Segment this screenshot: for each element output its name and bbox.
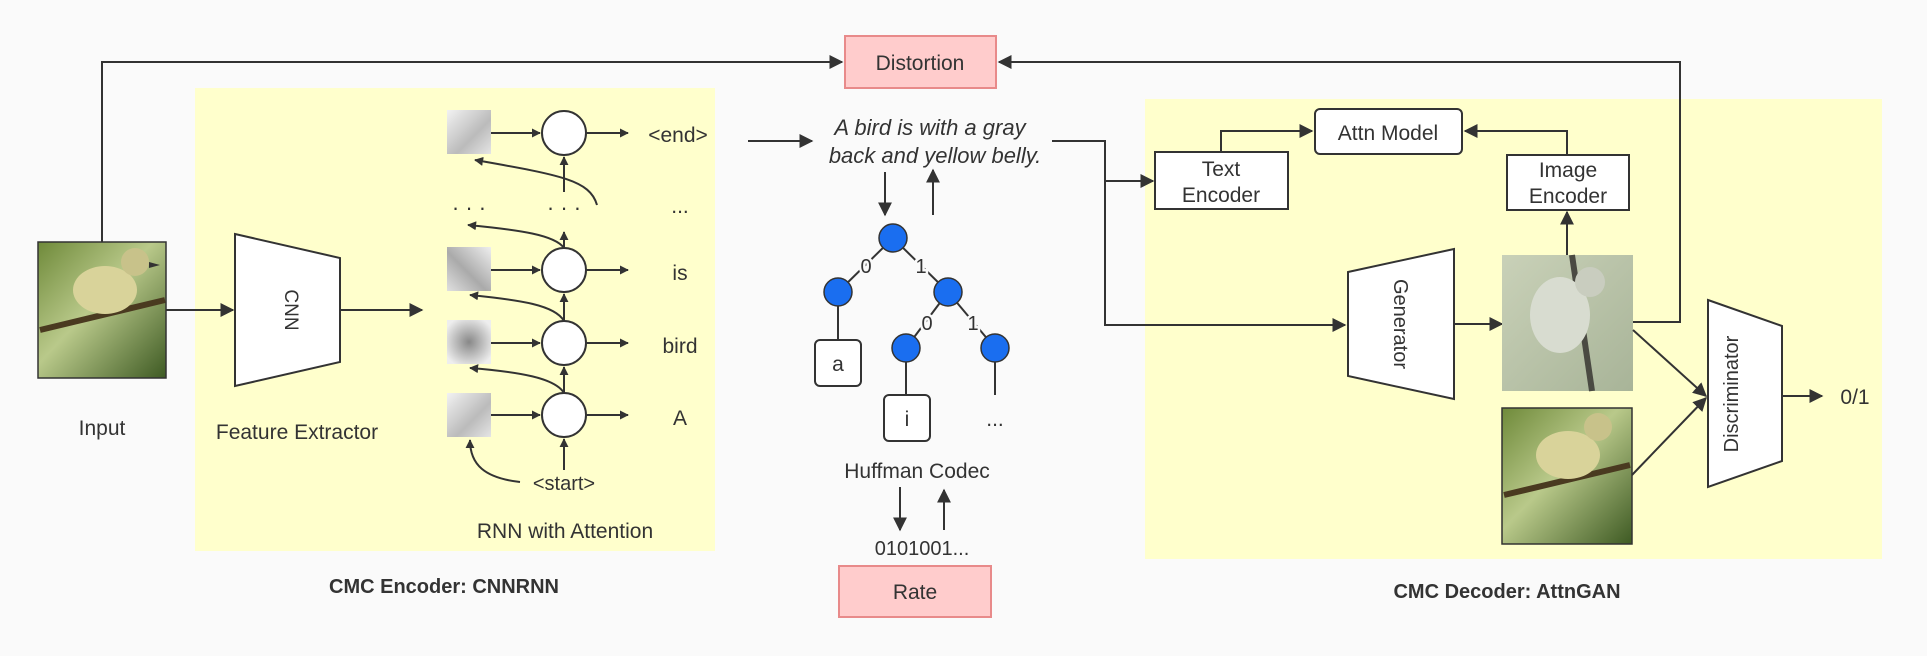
arrow-feedback [469, 364, 565, 394]
edge-label-0: 0 [921, 313, 932, 335]
tree-node [823, 277, 853, 307]
input-bird-image [37, 241, 167, 379]
leaf-label-a: a [832, 353, 844, 376]
sentence-line-2: back and yellow belly. [829, 143, 1041, 168]
arrow-feedback [469, 291, 565, 322]
tree-node [891, 333, 921, 363]
word-token: bird [662, 335, 697, 358]
bitstream-label: 0101001... [875, 538, 970, 560]
decoder-caption: CMC Decoder: AttnGAN [1393, 581, 1620, 603]
attention-map [447, 393, 491, 437]
attention-map [447, 247, 491, 291]
word-token: A [673, 407, 687, 430]
arrow-sentence-to-text-encoder [1052, 140, 1155, 188]
word-token: <end> [648, 124, 708, 147]
arrow-generated-to-distortion [997, 55, 1681, 323]
leaf-box-a [814, 339, 862, 387]
attention-map [447, 110, 491, 154]
generator-label: Generator [1389, 279, 1411, 369]
edge-label-1: 1 [915, 256, 926, 278]
arrow-start-feedback [465, 439, 521, 483]
leaf-label-i: i [905, 408, 910, 431]
rnn-cell [541, 320, 587, 366]
tree-node [933, 277, 963, 307]
arrow-input-to-distortion [101, 55, 844, 242]
real-bird-image [1501, 407, 1633, 545]
rate-box [838, 565, 992, 618]
distortion-label: Distortion [876, 52, 965, 75]
rnn-cell [541, 392, 587, 438]
attn-model-box [1314, 108, 1463, 155]
output-label: 0/1 [1840, 386, 1869, 409]
word-token: is [672, 262, 687, 285]
discriminator-block [1707, 298, 1783, 489]
edge-label-1: 1 [967, 313, 978, 335]
rnn-cell [541, 110, 587, 156]
arrow-feedback [474, 156, 598, 206]
tree-node [878, 223, 908, 253]
ellipsis: · · · [452, 195, 486, 220]
arrow-generated-to-discriminator [1632, 329, 1708, 397]
image-encoder-label: Image [1539, 159, 1597, 182]
start-token: <start> [533, 473, 595, 495]
rate-label: Rate [893, 581, 937, 604]
input-label: Input [79, 417, 126, 440]
discriminator-label: Discriminator [1721, 335, 1743, 452]
generated-bird-image [1502, 254, 1633, 392]
image-encoder-label: Encoder [1529, 185, 1607, 208]
tree-node [980, 333, 1010, 363]
leaf-more: ... [986, 408, 1004, 431]
image-encoder-box [1506, 154, 1630, 211]
arrow-real-to-discriminator [1631, 396, 1707, 476]
text-encoder-label: Text [1202, 158, 1241, 181]
leaf-box-i [883, 394, 931, 442]
generator-block [1347, 247, 1455, 401]
ellipsis: · · · [547, 195, 581, 220]
cnn-label: CNN [280, 289, 301, 330]
attention-map [447, 320, 491, 364]
rnn-label: RNN with Attention [477, 520, 653, 543]
arrow-feedback [467, 221, 565, 249]
feature-extractor-label: Feature Extractor [216, 421, 378, 444]
arrow-sentence-to-generator [1104, 181, 1347, 332]
word-token: ... [671, 195, 689, 218]
arrow-text-encoder-to-attn [1220, 124, 1314, 152]
cnn-block [234, 232, 341, 388]
text-encoder-label: Encoder [1182, 184, 1260, 207]
attn-model-label: Attn Model [1338, 122, 1438, 145]
arrow-image-encoder-to-attn [1463, 124, 1568, 155]
sentence-line-1: A bird is with a gray [832, 115, 1027, 140]
rnn-cell [541, 247, 587, 293]
huffman-codec-label: Huffman Codec [844, 460, 990, 483]
encoder-caption: CMC Encoder: CNNRNN [329, 576, 559, 598]
distortion-box [844, 35, 997, 89]
edge-label-0: 0 [860, 256, 871, 278]
